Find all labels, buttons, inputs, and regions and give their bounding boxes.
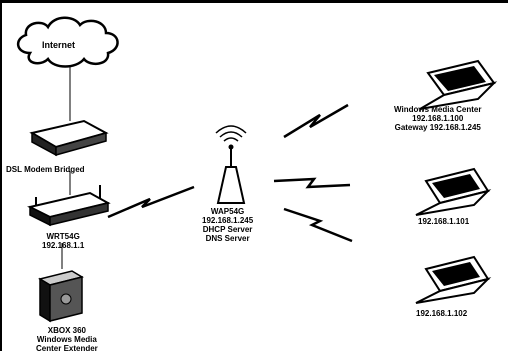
laptop-bottom-icon bbox=[415, 255, 492, 304]
internet-cloud-icon bbox=[17, 16, 119, 68]
wireless-bolt-bottom-icon bbox=[283, 207, 353, 243]
laptop-top-line3: Gateway 192.168.1.245 bbox=[394, 123, 481, 132]
router-label: WRT54G 192.168.1.1 bbox=[42, 232, 84, 250]
wireless-bolt-mid-icon bbox=[273, 177, 351, 189]
ap-role-dns: DNS Server bbox=[205, 234, 250, 243]
dsl-modem-icon bbox=[29, 119, 109, 157]
access-point-label: WAP54G 192.168.1.245 DHCP Server DNS Ser… bbox=[202, 207, 253, 243]
ap-role-dhcp: DHCP Server bbox=[202, 225, 253, 234]
laptop-top-line2: 192.168.1.100 bbox=[412, 114, 464, 123]
laptop-mid-icon bbox=[415, 167, 492, 216]
wireless-bolt-router-icon bbox=[107, 185, 195, 219]
xbox-line3: Center Extender bbox=[36, 344, 98, 353]
ap-ip: 192.168.1.245 bbox=[202, 216, 254, 225]
laptop-bottom-label: 192.168.1.102 bbox=[416, 309, 468, 318]
router-icon bbox=[27, 185, 111, 227]
internet-label: Internet bbox=[42, 40, 76, 50]
xbox-label: XBOX 360 Windows Media Center Extender bbox=[36, 326, 98, 353]
laptop-top-label: Windows Media Center 192.168.1.100 Gatew… bbox=[394, 105, 482, 132]
ap-name: WAP54G bbox=[210, 207, 245, 216]
access-point-icon bbox=[215, 125, 247, 204]
xbox-line1: XBOX 360 bbox=[47, 326, 87, 335]
laptop-top-icon bbox=[419, 59, 498, 110]
diagram-graphics bbox=[17, 16, 498, 323]
wireless-bolt-top-icon bbox=[283, 103, 349, 139]
xbox-line2: Windows Media bbox=[36, 335, 97, 344]
router-name: WRT54G bbox=[46, 232, 80, 241]
xbox-icon bbox=[38, 270, 84, 323]
laptop-mid-label: 192.168.1.101 bbox=[418, 217, 470, 226]
router-ip: 192.168.1.1 bbox=[42, 241, 85, 250]
laptop-top-line1: Windows Media Center bbox=[394, 105, 482, 114]
dsl-modem-label: DSL Modem Bridged bbox=[6, 165, 85, 174]
